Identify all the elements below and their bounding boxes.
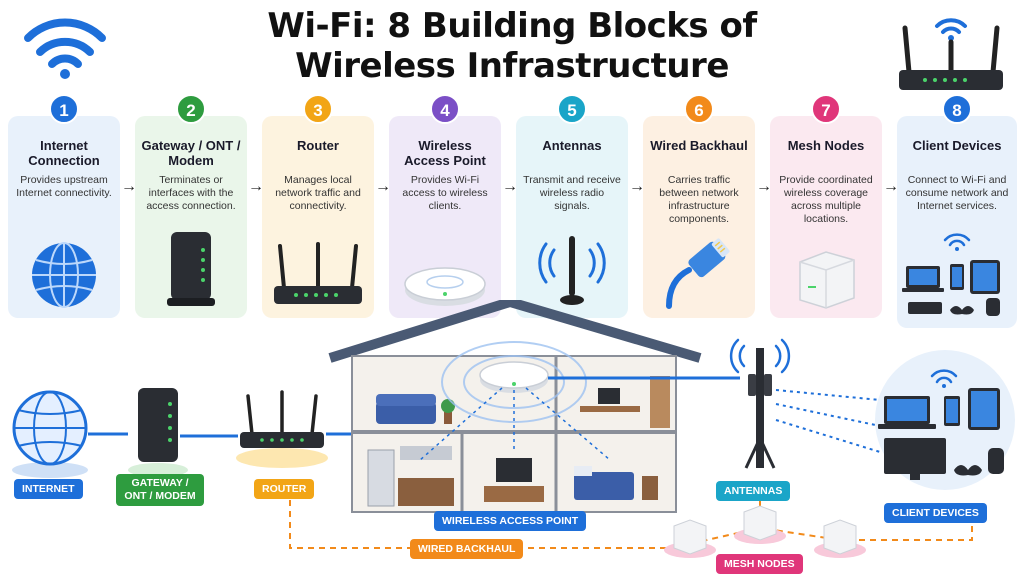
modem-icon: [167, 232, 215, 306]
step-badge: 8: [942, 94, 972, 124]
diagram-mesh-nodes: [664, 505, 866, 558]
label-wired-backhaul: WIRED BACKHAUL: [410, 539, 524, 559]
card-description: Transmit and receive wireless radio sign…: [523, 174, 621, 212]
label-client-devices: CLIENT DEVICES: [884, 503, 987, 523]
router-icon: [274, 242, 362, 304]
diagram-access-point-icon: [479, 361, 549, 393]
step-badge: 4: [430, 94, 460, 124]
card-description: Provide coordinated wireless coverage ac…: [779, 174, 873, 225]
card-internet-connection: 1 Internet Connection Provides upstream …: [8, 94, 120, 318]
label-mesh-nodes: MESH NODES: [716, 554, 803, 574]
flow-arrow: →: [248, 178, 264, 195]
globe-icon: [32, 242, 96, 308]
card-description: Manages local network traffic and connec…: [275, 174, 361, 212]
card-title: Gateway / ONT / Modem: [141, 138, 241, 168]
network-diagram: [12, 300, 1015, 558]
diagram-client-devices-icon: [878, 369, 1004, 480]
mesh-node-icon: [799, 251, 855, 309]
flow-arrow: →: [121, 178, 137, 195]
label-router: ROUTER: [254, 479, 315, 499]
card-description: Connect to Wi-Fi and consume network and…: [905, 174, 1009, 212]
card-title: Mesh Nodes: [787, 138, 865, 153]
flow-arrow: →: [375, 178, 391, 195]
step-badge: 5: [557, 94, 587, 124]
wifi-signal-waves: [441, 341, 587, 423]
step-badge: 1: [49, 94, 79, 124]
card-description: Terminates or interfaces with the access…: [146, 174, 236, 212]
step-badge: 7: [811, 94, 841, 124]
label-wireless-access-point: WIRELESS ACCESS POINT: [434, 511, 587, 531]
step-badge: 2: [176, 94, 206, 124]
flow-arrow: →: [756, 178, 772, 195]
diagram-antenna-tower-icon: [729, 338, 791, 469]
card-title: Internet Connection: [28, 138, 100, 168]
card-wireless-access-point: 4 Wireless Access Point Provides Wi-Fi a…: [389, 94, 501, 318]
wifi-icon: [24, 18, 106, 79]
indoor-wireless-links: [419, 387, 611, 461]
label-internet: INTERNET: [14, 479, 83, 499]
flow-arrow: →: [502, 178, 518, 195]
title-line-2: Wireless Infrastructure: [295, 46, 729, 86]
router-wifi-icon: [899, 18, 1003, 90]
wireless-links: [775, 389, 881, 453]
card-router: 3 Router Manages local network traffic a…: [262, 94, 374, 318]
step-badge: 6: [684, 94, 714, 124]
card-description: Provides Wi-Fi access to wireless client…: [402, 174, 488, 212]
card-title: Router: [297, 138, 339, 153]
card-title: Client Devices: [912, 138, 1002, 153]
page-title: Wi-Fi: 8 Building Blocks of Wireless Inf…: [200, 6, 824, 86]
flow-arrow: →: [629, 178, 645, 195]
ethernet-cable-icon: [666, 238, 730, 309]
flow-arrow: →: [883, 178, 899, 195]
card-title: Wired Backhaul: [650, 138, 748, 153]
card-wired-backhaul: 6 Wired Backhaul Carries traffic between…: [643, 94, 755, 318]
step-badge: 3: [303, 94, 333, 124]
card-description: Carries traffic between network infrastr…: [659, 174, 739, 225]
access-point-icon: [404, 267, 486, 306]
card-mesh-nodes: 7 Mesh Nodes Provide coordinated wireles…: [770, 94, 882, 318]
house-illustration: [328, 300, 702, 513]
antenna-icon: [538, 236, 606, 305]
label-antennas: ANTENNAS: [716, 481, 791, 501]
card-description: Provides upstream Internet connectivity.: [16, 174, 112, 199]
diagram-modem-icon: [128, 388, 188, 477]
card-antennas: 5 Antennas Transmit and receive wireless…: [516, 94, 628, 318]
card-gateway: 2 Gateway / ONT / Modem Terminates or in…: [135, 94, 247, 318]
card-title: Wireless Access Point: [404, 138, 486, 168]
card-client-devices: 8 Client Devices Connect to Wi-Fi and co…: [897, 94, 1017, 328]
diagram-globe-icon: [12, 390, 88, 478]
title-line-1: Wi-Fi: 8 Building Blocks of: [267, 6, 757, 46]
card-title: Antennas: [542, 138, 602, 153]
diagram-router-icon: [236, 390, 328, 468]
devices-icon: [902, 233, 1000, 316]
label-gateway: GATEWAY / ONT / MODEM: [116, 474, 204, 506]
